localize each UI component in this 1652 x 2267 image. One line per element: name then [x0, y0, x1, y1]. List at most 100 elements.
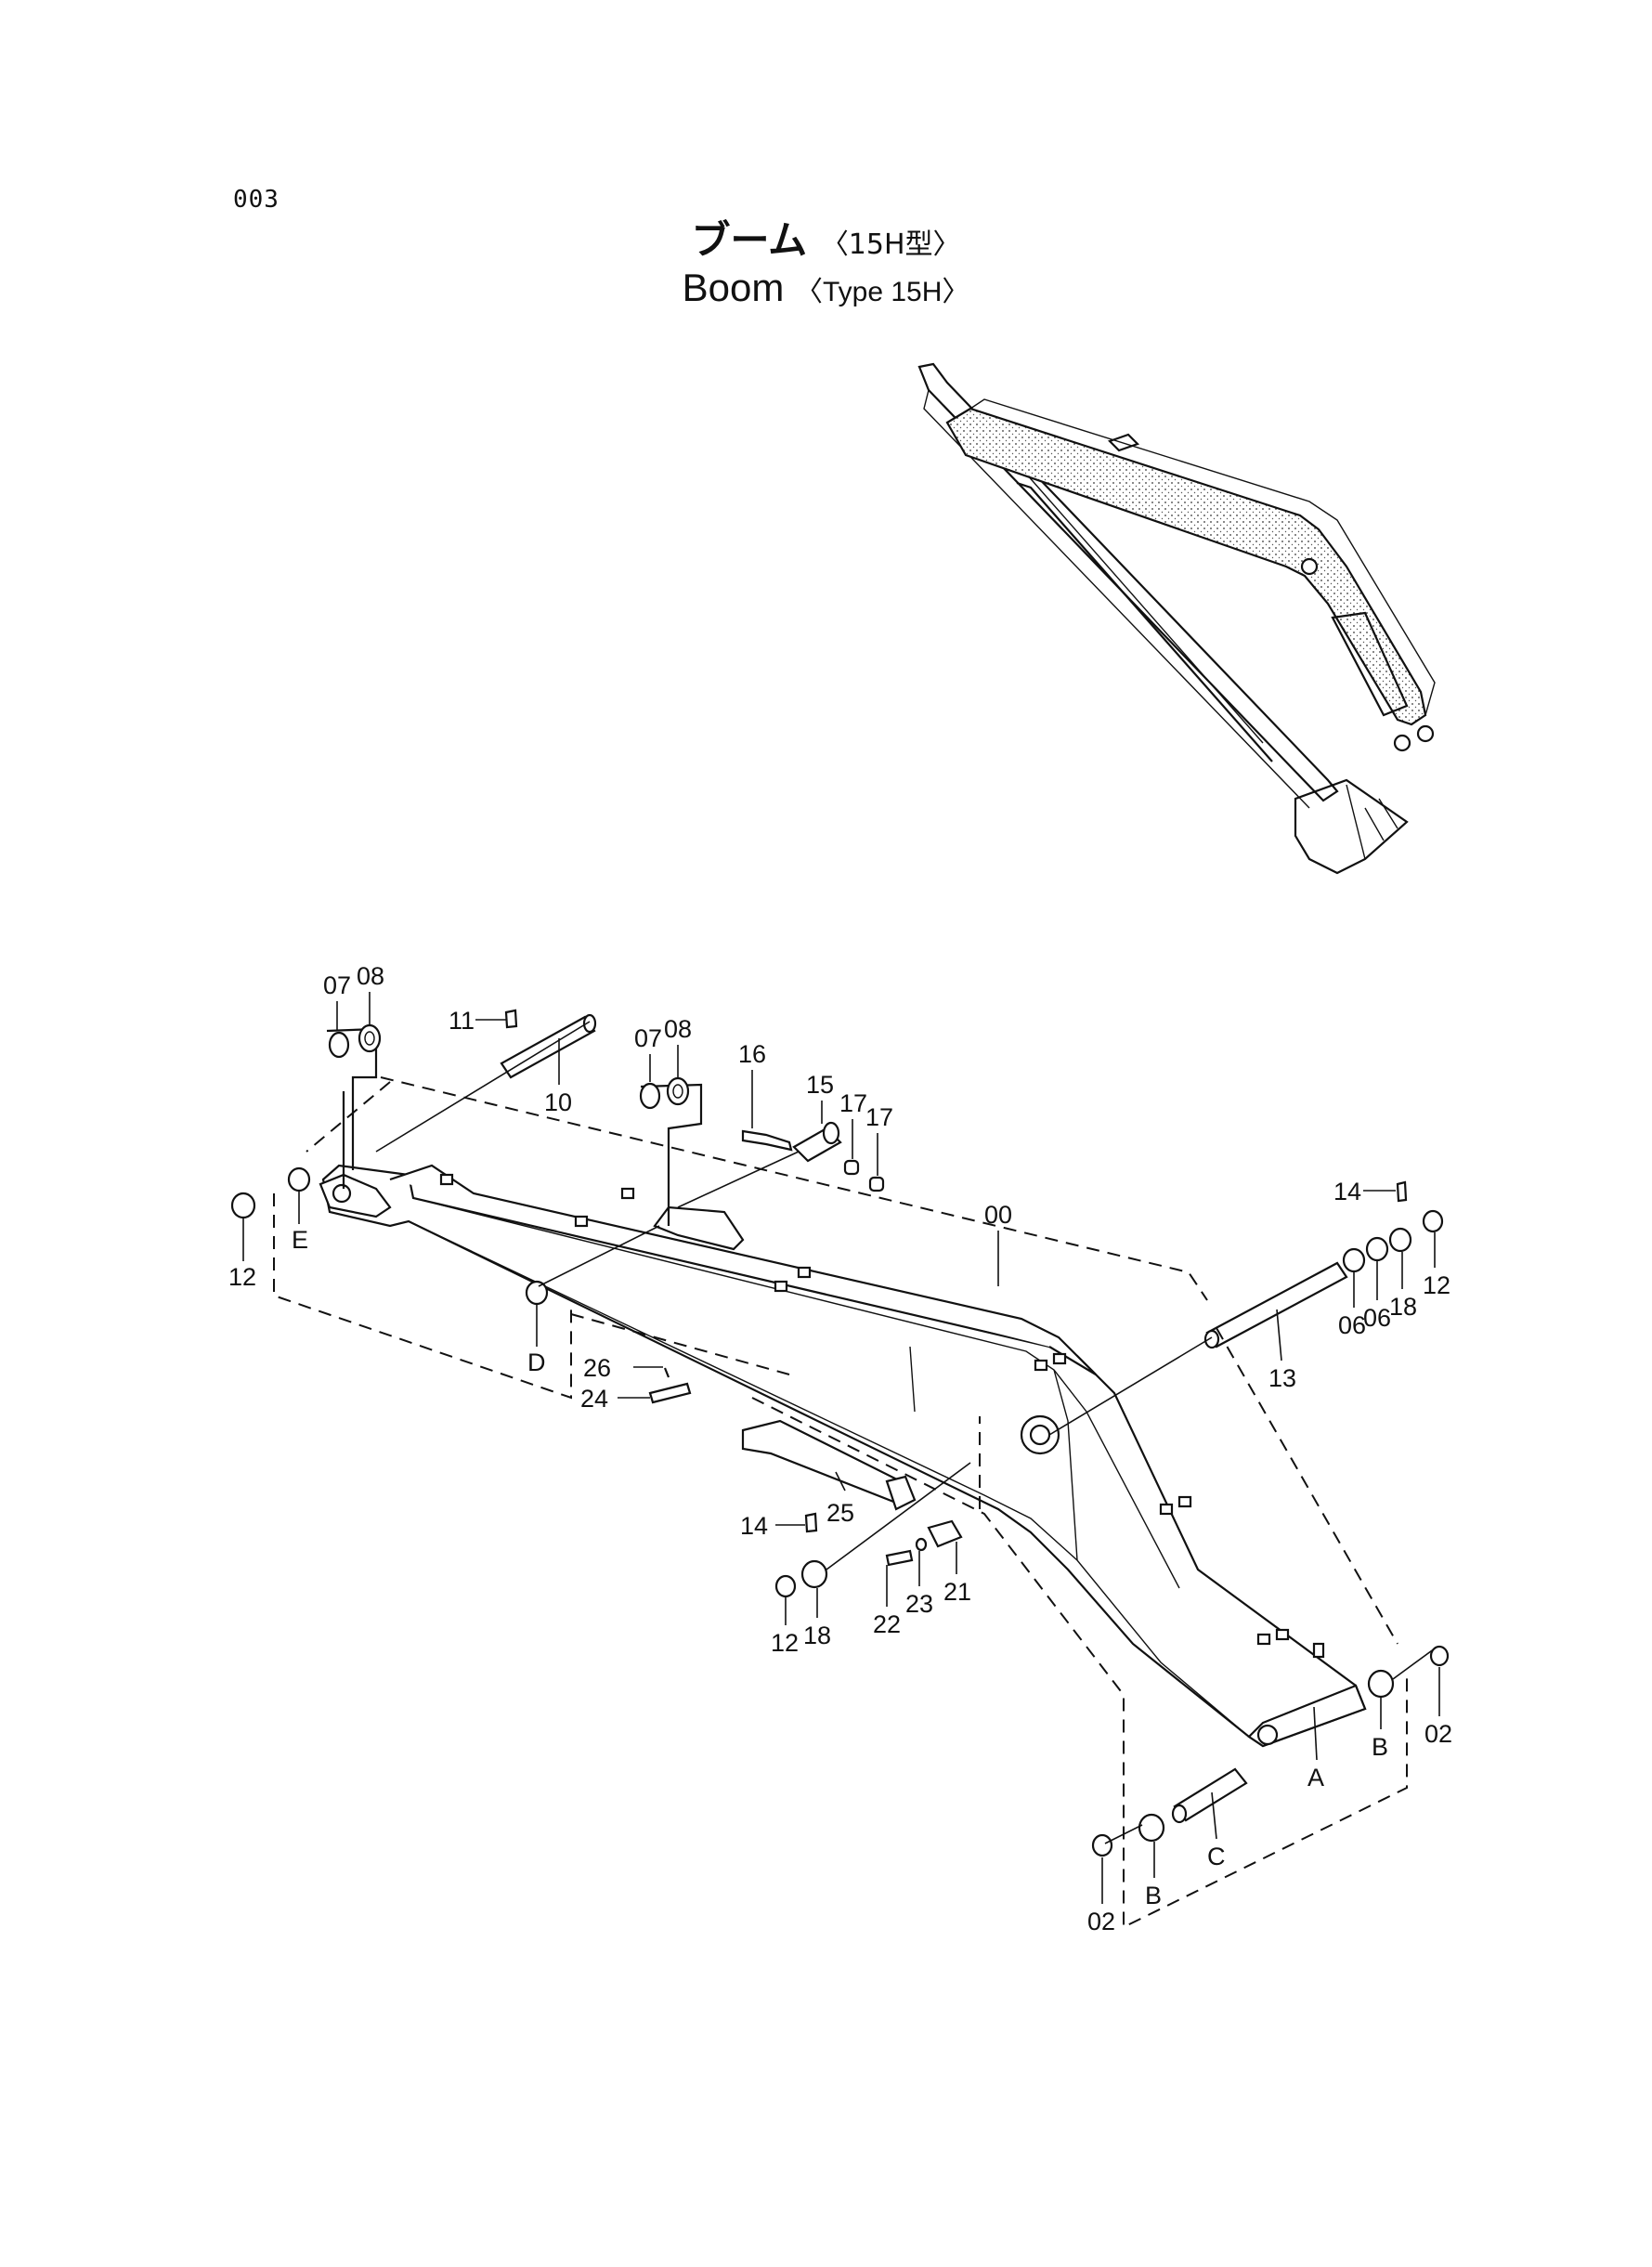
arm-underside [923, 389, 1310, 809]
pin-11 [504, 1009, 518, 1029]
bushing-18-right [1388, 1227, 1412, 1253]
pad-6 [1034, 1359, 1048, 1372]
boom-top-edge [969, 398, 1436, 716]
title-english-sub: 〈Type 15H〉 [794, 277, 970, 307]
callout-11: 11 [449, 1007, 475, 1035]
boom-exploded-view: 07 08 11 10 07 08 16 15 17 17 00 14 12 E… [228, 962, 1452, 1935]
callout-12-lower: 12 [771, 1629, 799, 1657]
pin-26 [663, 1367, 670, 1378]
bushing-E [287, 1166, 311, 1192]
callout-10: 10 [544, 1088, 572, 1116]
front-attachment-inset [917, 362, 1436, 875]
boom-foot-hole [1256, 1724, 1279, 1746]
title-japanese-sub: 〈15H型〉 [820, 228, 961, 261]
pad-8 [1159, 1503, 1174, 1516]
pin-10-end [582, 1013, 597, 1034]
pin-line-D [538, 1225, 660, 1287]
callout-14-lower: 14 [740, 1512, 768, 1540]
callout-06a: 06 [1338, 1311, 1366, 1339]
dash-lower-group [751, 1397, 1408, 1929]
callout-26: 26 [583, 1354, 611, 1382]
washer-02-left [1091, 1833, 1113, 1857]
pin-line-18 [826, 1462, 971, 1570]
pad-3 [574, 1215, 589, 1228]
bushing-18-lower [800, 1559, 828, 1589]
washer-07-left [328, 1031, 350, 1059]
washer-02-right [1429, 1645, 1450, 1667]
pin-14-right [1396, 1180, 1408, 1203]
callout-18-right: 18 [1389, 1293, 1417, 1321]
callout-B-right: B [1372, 1733, 1388, 1761]
leader-07-08-left [326, 1027, 378, 1189]
pin-14-lower [804, 1512, 818, 1533]
nut-17b [868, 1176, 885, 1192]
callout-E: E [292, 1226, 308, 1254]
bushing-D [525, 1280, 549, 1306]
callout-17b: 17 [865, 1103, 893, 1131]
callout-D: D [527, 1348, 546, 1376]
arm-cylinder-rod [1025, 473, 1264, 744]
nut-17a [843, 1159, 860, 1176]
pad-2 [620, 1187, 635, 1200]
pin-line-10 [375, 1021, 591, 1153]
boom-arm-pin [1300, 557, 1319, 576]
boom-panel-lines [909, 1346, 1078, 1561]
bucket-outline [1294, 778, 1409, 875]
callout-07-left: 07 [323, 971, 351, 999]
boom-cylinder-boss-inner [1029, 1424, 1051, 1446]
title-english-main: Boom [682, 266, 785, 309]
clamp-21 [927, 1519, 963, 1548]
dash-left-group [273, 1193, 790, 1400]
pin-13 [1205, 1261, 1348, 1348]
washer-08-left-hole [364, 1031, 375, 1046]
callout-21: 21 [943, 1578, 971, 1606]
title-japanese: ブーム 〈15H型〉 [0, 209, 1652, 266]
pad-9 [1177, 1495, 1192, 1508]
pin-C-end [1171, 1804, 1188, 1824]
dash-nose [306, 1081, 391, 1153]
callout-17a: 17 [839, 1089, 867, 1117]
washer-12-lower [774, 1574, 797, 1598]
callout-22: 22 [873, 1610, 901, 1638]
boom-outline-dotted [945, 407, 1427, 726]
bushing-B-right [1367, 1669, 1395, 1699]
bushing-B-left [1138, 1813, 1165, 1843]
callout-02-left: 02 [1087, 1908, 1115, 1935]
callout-B-left: B [1145, 1882, 1162, 1909]
callout-23: 23 [905, 1590, 933, 1618]
callout-14-upper: 14 [1333, 1178, 1361, 1205]
callout-24: 24 [580, 1385, 608, 1413]
boom-foot-pin [1416, 724, 1435, 743]
pad-10 [1256, 1633, 1271, 1646]
bolt-16 [741, 1129, 793, 1152]
callout-08-right: 08 [664, 1015, 692, 1043]
callout-02-right: 02 [1424, 1720, 1452, 1748]
arm-cylinder [1016, 481, 1273, 762]
boom-foot-end [1247, 1684, 1367, 1748]
page-number: 003 [233, 186, 280, 214]
callout-18-lower: 18 [803, 1622, 831, 1649]
bucket-teeth [1346, 784, 1398, 860]
washer-06b [1365, 1236, 1389, 1262]
callout-12-left: 12 [228, 1263, 256, 1291]
boom-cylinder [1331, 611, 1409, 717]
cylinder-bracket-25-end [885, 1475, 917, 1511]
pad-7 [1052, 1352, 1067, 1365]
pad-5 [797, 1266, 812, 1279]
washer-08-right [666, 1076, 690, 1106]
pin-13-end [1203, 1329, 1220, 1349]
boom-foot-pin-2 [1393, 734, 1411, 752]
pin-24 [648, 1382, 692, 1404]
callout-16: 16 [738, 1040, 766, 1068]
callout-13: 13 [1268, 1364, 1296, 1392]
leader-13 [1276, 1309, 1282, 1362]
callout-C: C [1207, 1843, 1226, 1870]
washer-23 [915, 1537, 928, 1552]
callout-07-right: 07 [634, 1024, 662, 1052]
leader-A [1313, 1706, 1318, 1761]
pad-12 [1312, 1642, 1325, 1659]
pad-11 [1275, 1628, 1290, 1641]
boom-bracket [1107, 433, 1140, 452]
